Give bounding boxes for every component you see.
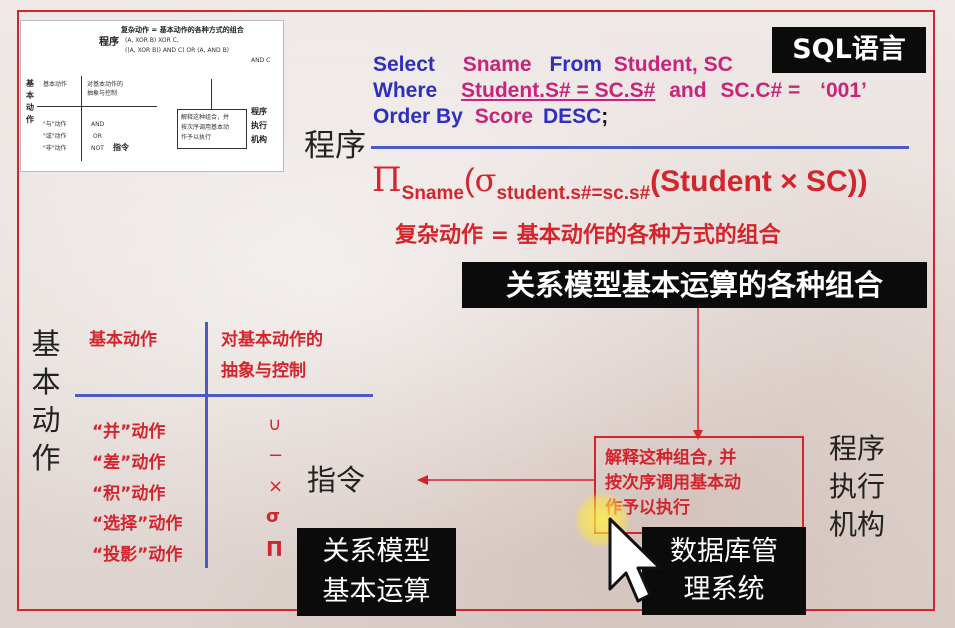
thumb-instruction: 指令: [113, 143, 129, 152]
sql-orderby-kw: Order By: [373, 105, 463, 128]
sql-line-3: Order By Score DESC;: [373, 104, 608, 130]
sql-from-kw: From: [549, 53, 602, 76]
row-selection-op: σ: [266, 506, 281, 527]
row-selection-label: “选择”动作: [92, 514, 183, 534]
thumb-basic-action-vertical: 基 本 动 作: [26, 79, 34, 124]
thumb-row3-op: NOT: [91, 145, 104, 152]
instruction-label: 指令: [307, 463, 366, 497]
thumb-row2-label: "或"动作: [43, 133, 67, 140]
thumb-box-line3: 作予以执行: [181, 134, 212, 141]
row-difference-label: “差”动作: [92, 453, 166, 473]
red-frame: [17, 10, 935, 611]
thumb-col-basic: 基本动作: [43, 81, 68, 88]
col-abstract-header-1: 对基本动作的: [221, 330, 323, 350]
row-difference-op: −: [268, 445, 284, 466]
relational-basic-ops-box: 关系模型 基本运算: [297, 528, 456, 616]
sql-filter-value: ‘001’: [820, 79, 867, 102]
row-projection-op: Π: [266, 537, 283, 561]
sql-semicolon: ;: [601, 105, 609, 128]
sql-where-kw: Where: [373, 79, 438, 102]
left-arrow: [417, 475, 596, 485]
row-projection-label: “投影”动作: [92, 545, 183, 565]
sql-join-condition: Student.S# = SC.S#: [461, 79, 656, 102]
exec-mechanism-label: 程序 执行 机构: [829, 432, 886, 541]
thumb-exec3: 机构: [251, 135, 267, 144]
thumb-program: 程序: [99, 37, 119, 48]
thumb-box-line2: 按次序调用基本动: [181, 124, 230, 131]
thumb-row3-label: "非"动作: [43, 145, 67, 152]
sql-line-1: Select Sname From Student, SC: [373, 52, 733, 78]
thumb-row1-op: AND: [91, 121, 105, 128]
thumb-row1-label: "与"动作: [43, 121, 67, 128]
sql-line-2: Where Student.S# = SC.S# and SC.C# = ‘00…: [373, 78, 867, 104]
thumb-expr2: ((A, XOR B)) AND C) OR (A, AND B): [125, 47, 230, 54]
row-product-label: “积”动作: [92, 484, 166, 504]
sql-filter-condition: SC.C# =: [720, 79, 801, 102]
thumb-col-abstract: 对基本动作的: [87, 81, 124, 88]
basic-action-vertical: 基 本 动 作: [31, 327, 61, 475]
relational-algebra-expr: ΠSname(σstudent.s#=sc.s#(Student × SC)): [372, 160, 868, 204]
thumb-exec1: 程序: [251, 107, 267, 116]
sql-from-tables: Student, SC: [613, 53, 733, 76]
program-divider: [371, 146, 909, 149]
complex-action-text: 复杂动作 = 基本动作的各种方式的组合: [395, 223, 781, 248]
down-arrow: [693, 308, 703, 440]
dbms-box: 数据库管 理系统: [642, 527, 806, 615]
thumb-title: 复杂动作 = 基本动作的各种方式的组合: [121, 26, 244, 34]
col-abstract-header-2: 抽象与控制: [221, 361, 306, 381]
row-union-label: “并”动作: [92, 422, 166, 442]
row-product-op: ×: [268, 476, 284, 497]
mouse-pointer-icon: [608, 517, 662, 603]
thumb-expr3: AND C: [251, 57, 271, 64]
sql-orderby-col: Score: [474, 105, 534, 128]
combination-label: 关系模型基本运算的各种组合: [462, 262, 927, 308]
sql-desc-kw: DESC: [542, 105, 602, 128]
thumb-row2-op: OR: [93, 133, 102, 140]
sql-and: and: [669, 79, 707, 102]
slide-thumbnail: 复杂动作 = 基本动作的各种方式的组合 程序 (A, XOR B) XOR C,…: [20, 20, 284, 172]
row-union-op: ∪: [268, 414, 282, 435]
thumb-exec2: 执行: [251, 121, 267, 130]
sql-language-label: SQL语言: [772, 27, 926, 73]
col-basic-action-header: 基本动作: [89, 330, 157, 350]
table-vertical-axis: [205, 322, 208, 568]
thumb-box-line1: 解释这种组合，并: [181, 114, 230, 121]
thumb-expr1: (A, XOR B) XOR C,: [125, 37, 179, 44]
program-label: 程序: [304, 128, 366, 164]
thumb-col-abstract2: 抽象与控制: [87, 90, 118, 97]
sql-select-col: Sname: [462, 53, 532, 76]
table-horizontal-axis: [75, 394, 373, 397]
sql-select-kw: Select: [373, 53, 435, 76]
